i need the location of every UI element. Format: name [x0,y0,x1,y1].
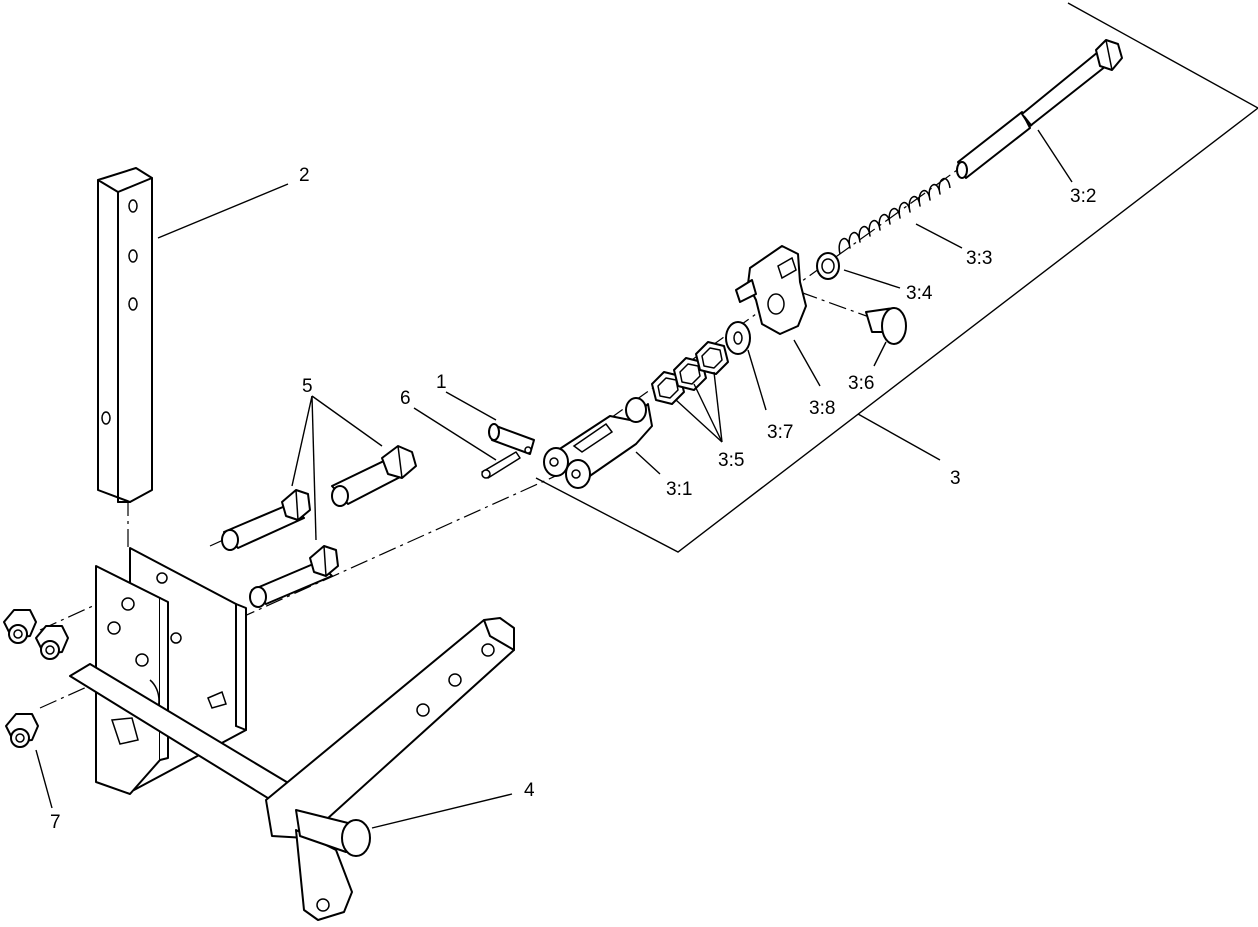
bolt-top [331,445,417,507]
part-3-6-bolt [865,307,907,345]
callout-3-4: 3:4 [906,283,933,304]
callout-labels: 1 2 3 3:1 3:2 3:3 3:4 3:5 3:6 3:7 3:8 4 … [50,165,1096,833]
part-6-cotter-pin [481,451,521,479]
callout-3-1: 3:1 [666,479,692,500]
part-7-lock-nuts [3,609,69,748]
callout-4: 4 [524,780,535,801]
callout-3-5: 3:5 [718,450,744,471]
callout-3-7: 3:7 [767,422,793,443]
callout-5: 5 [302,376,313,397]
callout-1: 1 [436,372,447,393]
part-2-square-tube [97,167,153,503]
bolt-middle [221,489,311,551]
part-4-pedal-arm [69,617,515,921]
bolt-bottom [249,545,339,608]
callout-2: 2 [299,165,310,186]
part-5-bolts [221,445,417,608]
part-3-5-nuts [651,341,729,405]
callout-6: 6 [400,388,411,409]
callout-3-6: 3:6 [848,373,874,394]
callout-3-leader [857,413,941,461]
part-3-4-bushing [816,252,840,280]
part-3-1-clevis [543,397,653,489]
assembly-3-bracket-line [535,2,1258,553]
callout-3-3: 3:3 [966,248,992,269]
callout-3: 3 [950,468,961,489]
callout-3-8: 3:8 [809,398,835,419]
part-3-3-spring [838,177,951,255]
callout-7: 7 [50,812,61,833]
leader-lines [35,129,1073,829]
callout-3-2: 3:2 [1070,186,1096,207]
part-3-2-rod [956,39,1123,179]
part-3-8-bracket [735,245,807,335]
part-1-clevis-pin [488,423,535,455]
part-3-7-washer [725,321,751,355]
